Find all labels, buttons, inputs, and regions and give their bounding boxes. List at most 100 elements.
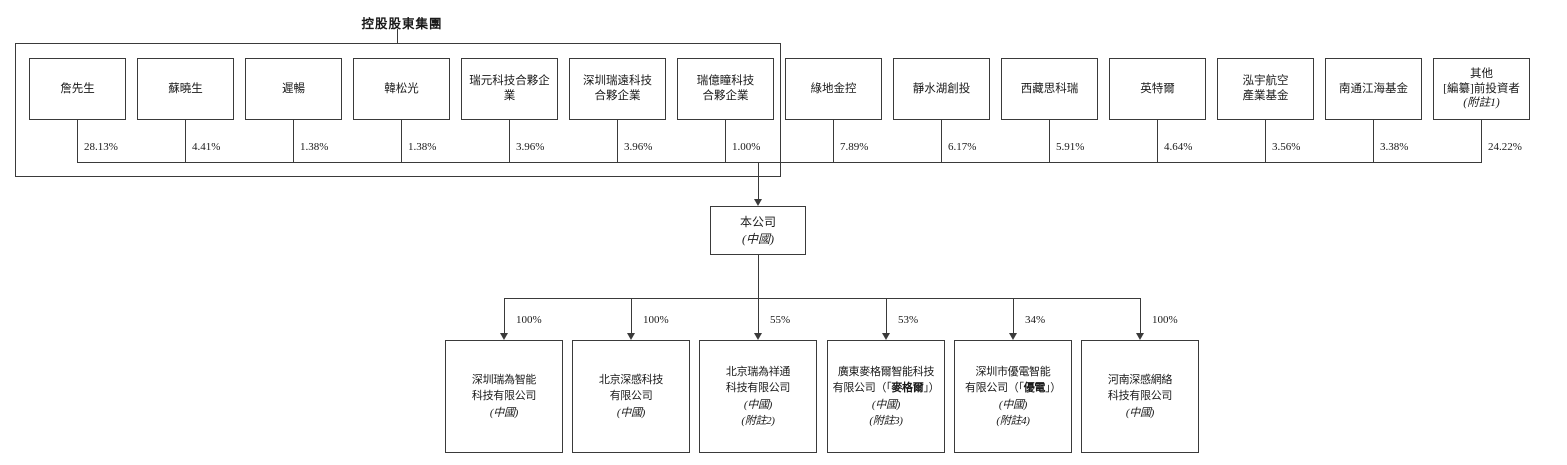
connector-line [833, 120, 834, 162]
shareholder-cell: 西藏思科瑞 5.91% [1001, 58, 1098, 178]
subsidiary-short-name: 麥格爾 [891, 382, 924, 394]
subsidiary-short-name: 優電 [1023, 382, 1046, 394]
shareholder-name: 英特爾 [1140, 82, 1175, 95]
shareholder-name: 蘇曉生 [168, 82, 203, 95]
ownership-percentage: 1.38% [300, 141, 329, 153]
ownership-percentage: 28.13% [84, 141, 118, 153]
connector-line [185, 120, 186, 162]
down-arrowhead-icon [627, 333, 635, 340]
ownership-percentage: 1.38% [408, 141, 437, 153]
subsidiary-name: 河南深感網絡 [1107, 373, 1173, 386]
subsidiary-region: (中國) [1125, 406, 1155, 419]
shareholder-name: 西藏思科瑞 [1020, 82, 1079, 95]
connector-line [1140, 298, 1141, 333]
company-box: 本公司 (中國) [710, 206, 806, 255]
subsidiary-region: (中國) [489, 406, 519, 419]
down-arrowhead-icon [754, 333, 762, 340]
shareholder-box: 西藏思科瑞 [1001, 58, 1098, 120]
shareholder-cell: 泓宇航空 產業基金 3.56% [1217, 58, 1314, 178]
shareholder-cell: 遲暢 1.38% [245, 58, 342, 178]
subsidiary-box: 廣東麥格爾智能科技 有限公司（「麥格爾」） (中國) (附註3) [827, 340, 945, 453]
connector-line [1373, 120, 1374, 162]
shareholder-name: 南通江海基金 [1339, 82, 1408, 95]
ownership-percentage: 3.96% [516, 141, 545, 153]
shareholder-box: 英特爾 [1109, 58, 1206, 120]
down-arrowhead-icon [754, 199, 762, 206]
shareholder-name: 詹先生 [60, 82, 95, 95]
shareholder-cell: 瑞億瞳科技 合夥企業 1.00% [677, 58, 774, 178]
shareholder-box: 其他 [編纂]前投資者 (附註1) [1433, 58, 1530, 120]
ownership-percentage: 3.38% [1380, 141, 1409, 153]
ownership-percentage: 3.96% [624, 141, 653, 153]
shareholder-cell: 靜水湖創投 6.17% [893, 58, 990, 178]
subsidiary-name-line2: 科技有限公司 [471, 390, 537, 403]
connector-line [77, 120, 78, 162]
shareholder-name: 韓松光 [384, 82, 419, 95]
connector-line [504, 298, 505, 333]
shareholder-box: 靜水湖創投 [893, 58, 990, 120]
ownership-percentage: 24.22% [1488, 141, 1522, 153]
subsidiary-note: (附註4) [996, 415, 1030, 427]
ownership-percentage: 5.91% [1056, 141, 1085, 153]
subsidiary-box: 深圳市優電智能 有限公司（「優電」） (中國) (附註4) [954, 340, 1072, 453]
shareholder-box: 詹先生 [29, 58, 126, 120]
shareholder-cell: 蘇曉生 4.41% [137, 58, 234, 178]
shareholder-cell: 其他 [編纂]前投資者 (附註1) 24.22% [1433, 58, 1530, 178]
ownership-percentage: 3.56% [1272, 141, 1301, 153]
subsidiary-box: 北京瑞為祥通 科技有限公司 (中國) (附註2) [699, 340, 817, 453]
subsidiaries-connector-line [504, 298, 1141, 299]
subsidiary-name: 北京瑞為祥通 [725, 365, 791, 378]
ownership-percentage: 4.64% [1164, 141, 1193, 153]
connector-line [509, 120, 510, 162]
shareholder-cell: 英特爾 4.64% [1109, 58, 1206, 178]
shareholder-name: 深圳瑞遠科技 合夥企業 [583, 75, 652, 102]
shareholder-cell: 深圳瑞遠科技 合夥企業 3.96% [569, 58, 666, 178]
ownership-percentage: 100% [516, 314, 542, 326]
shareholder-box: 蘇曉生 [137, 58, 234, 120]
subsidiary-name: 深圳瑞為智能 [471, 373, 537, 386]
connector-line [758, 298, 759, 333]
ownership-percentage: 6.17% [948, 141, 977, 153]
subsidiary-box: 河南深感網絡 科技有限公司 (中國) [1081, 340, 1199, 453]
company-region: (中國) [742, 231, 774, 246]
shareholder-box: 綠地金控 [785, 58, 882, 120]
connector-line [617, 120, 618, 162]
subsidiary-name-line2: 科技有限公司 [725, 382, 791, 394]
shareholder-box: 遲暢 [245, 58, 342, 120]
subsidiary-name: 深圳市優電智能 [975, 365, 1051, 378]
subsidiary-cell: 100% 深圳瑞為智能 科技有限公司 (中國) [445, 298, 563, 458]
down-arrowhead-icon [1136, 333, 1144, 340]
connector-line [725, 120, 726, 162]
shareholder-name: 瑞元科技合夥企業 [469, 75, 550, 102]
shareholder-box: 深圳瑞遠科技 合夥企業 [569, 58, 666, 120]
shareholder-box: 泓宇航空 產業基金 [1217, 58, 1314, 120]
subsidiary-region: (中國) [998, 398, 1028, 411]
subsidiary-cell: 53% 廣東麥格爾智能科技 有限公司（「麥格爾」） (中國) (附註3) [827, 298, 945, 458]
controlling-shareholder-group-label: 控股股東集團 [361, 17, 443, 31]
subsidiary-cell: 100% 河南深感網絡 科技有限公司 (中國) [1081, 298, 1199, 458]
shareholder-cell: 南通江海基金 3.38% [1325, 58, 1422, 178]
shareholder-name: 靜水湖創投 [912, 82, 971, 95]
connector-line [1013, 298, 1014, 333]
shareholder-box: 韓松光 [353, 58, 450, 120]
ownership-percentage: 1.00% [732, 141, 761, 153]
shareholder-cell: 韓松光 1.38% [353, 58, 450, 178]
connector-line [758, 255, 759, 298]
ownership-percentage: 53% [898, 314, 919, 326]
subsidiary-region: (中國) [871, 398, 901, 411]
subsidiary-name-line2: 有限公司（「優電」） [964, 382, 1061, 394]
subsidiary-cell: 55% 北京瑞為祥通 科技有限公司 (中國) (附註2) [699, 298, 817, 458]
shareholder-name: 泓宇航空 產業基金 [1242, 75, 1289, 102]
shareholder-note: (附註1) [1463, 97, 1500, 110]
connector-line [886, 298, 887, 333]
connector-line [401, 120, 402, 162]
subsidiary-name-line2: 有限公司 [609, 390, 653, 403]
connector-line [1049, 120, 1050, 162]
subsidiary-region: (中國) [743, 398, 773, 411]
subsidiary-box: 深圳瑞為智能 科技有限公司 (中國) [445, 340, 563, 453]
subsidiary-region: (中國) [616, 406, 646, 419]
shareholder-box: 瑞元科技合夥企業 [461, 58, 558, 120]
shareholder-name: 綠地金控 [810, 82, 857, 95]
group-label-tick-line [397, 29, 398, 43]
subsidiary-box: 北京深感科技 有限公司 (中國) [572, 340, 690, 453]
